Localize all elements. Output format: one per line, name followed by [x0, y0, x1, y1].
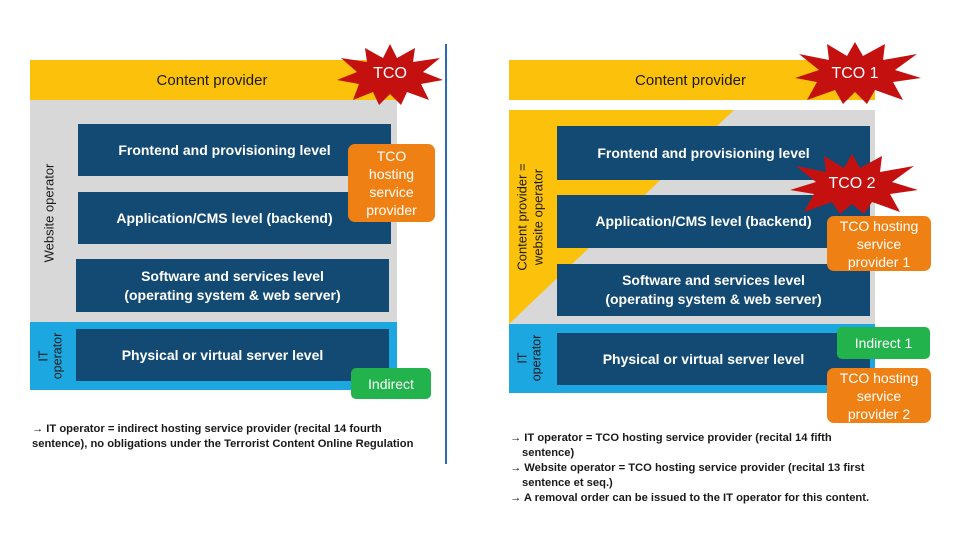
tco-hosting-2-line-2: service	[856, 387, 902, 404]
tco-label: TCO	[373, 65, 407, 82]
right-note-line-5: → A removal order can be issued to the I…	[510, 492, 870, 504]
tco-hosting-provider-badge: TCO hosting service provider	[348, 144, 435, 222]
physical-level-box-right: Physical or virtual server level	[557, 333, 870, 385]
frontend-level-label-right: Frontend and provisioning level	[597, 144, 810, 161]
content-provider-label-right: Content provider	[635, 71, 746, 89]
tco-hosting-1-line-3: provider 1	[847, 253, 911, 270]
physical-level-box: Physical or virtual server level	[76, 329, 389, 381]
left-note-line-2: sentence), no obligations under the Terr…	[32, 438, 414, 450]
tco-hosting-2-line-1: TCO hosting	[839, 369, 919, 386]
frontend-level-box: Frontend and provisioning level	[78, 124, 391, 176]
it-operator-label-right: IT operator	[515, 334, 543, 382]
right-notes: → IT operator = TCO hosting service prov…	[510, 431, 930, 506]
physical-level-label-right: Physical or virtual server level	[602, 350, 805, 367]
software-level-label-1: Software and services level	[141, 267, 324, 284]
tco-hosting-line-4: provider	[366, 202, 417, 218]
tco-hosting-2-line-3: provider 2	[847, 405, 911, 422]
cp-website-operator-label: Content provider = website operator	[513, 114, 549, 319]
software-level-label-right-2: (operating system & web server)	[605, 291, 822, 307]
indirect-badge: Indirect	[351, 368, 431, 399]
application-level-box: Application/CMS level (backend)	[78, 192, 391, 244]
software-level-label-2: (operating system & web server)	[124, 286, 341, 303]
tco-hosting-1-line-1: TCO hosting	[839, 217, 919, 234]
right-note-line-4: sentence et seq.)	[522, 477, 613, 489]
software-level-box-right: Software and services level (operating s…	[557, 264, 870, 316]
right-note-line-1: → IT operator = TCO hosting service prov…	[510, 432, 832, 444]
cp-website-operator-line-2: website operator	[531, 168, 547, 265]
divider-line	[445, 44, 447, 464]
application-level-box-right: Application/CMS level (backend)	[557, 195, 870, 248]
tco-hosting-line-3: service	[369, 184, 414, 200]
left-notes: → IT operator = indirect hosting service…	[32, 422, 442, 452]
website-operator-label: Website operator	[41, 163, 57, 262]
it-operator-label: IT operator	[36, 332, 64, 380]
software-level-label-right-1: Software and services level	[622, 272, 805, 288]
tco-1-label: TCO 1	[831, 65, 879, 82]
software-level-box: Software and services level (operating s…	[76, 259, 389, 312]
tco-hosting-line-2: hosting	[368, 166, 415, 182]
application-level-label: Application/CMS level (backend)	[116, 209, 333, 226]
content-provider-band: Content provider	[30, 60, 397, 100]
frontend-level-label: Frontend and provisioning level	[118, 141, 331, 158]
cp-website-operator-line-1: Content provider =	[515, 162, 531, 271]
tco-hosting-provider-1-badge: TCO hosting service provider 1	[827, 216, 931, 271]
tco-hosting-1-line-2: service	[856, 235, 902, 252]
tco-2-label: TCO 2	[828, 175, 876, 192]
right-note-line-2: sentence)	[522, 447, 575, 459]
application-level-label-right: Application/CMS level (backend)	[595, 213, 812, 229]
content-provider-label: Content provider	[156, 71, 268, 89]
tco-hosting-provider-2-badge: TCO hosting service provider 2	[827, 368, 931, 423]
right-note-line-3: → Website operator = TCO hosting service…	[510, 462, 865, 474]
tco-hosting-line-1: TCO	[376, 148, 407, 164]
physical-level-label: Physical or virtual server level	[121, 346, 324, 363]
indirect-1-badge: Indirect 1	[837, 327, 930, 359]
left-note-line-1: → IT operator = indirect hosting service…	[32, 423, 382, 435]
